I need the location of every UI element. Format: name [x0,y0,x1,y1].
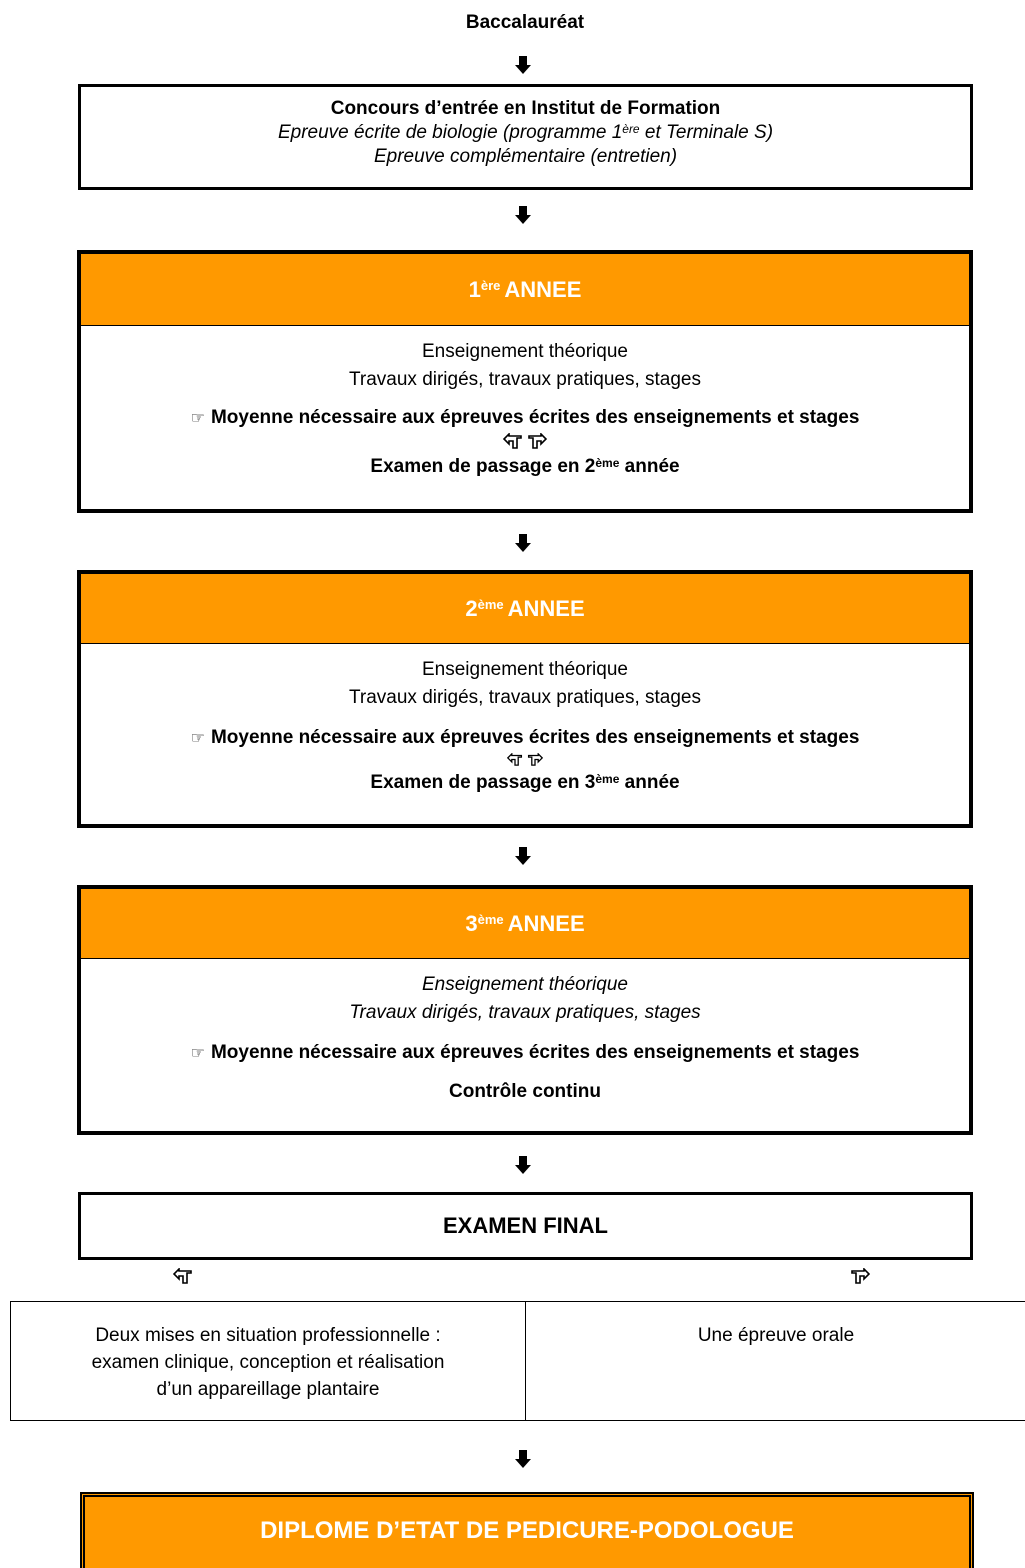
pointing-hand-icon: ☞ [190,1045,205,1062]
down-arrow-icon [508,530,538,556]
branch-right-icon [850,1267,871,1289]
final-part-right-text: Une épreuve orale [697,1325,855,1346]
year-3-line1: Enseignement théorique [422,974,628,995]
final-exam-box: EXAMEN FINAL [78,1192,973,1260]
concours-box: Concours d’entrée en Institut de Formati… [78,84,973,190]
down-arrow-icon [508,1446,538,1472]
start-label: Baccalauréat [465,12,585,33]
year-2-line2: Travaux dirigés, travaux pratiques, stag… [348,687,702,708]
branch-arrows-icon [503,433,547,449]
final-exam-title: EXAMEN FINAL [443,1213,608,1238]
concours-title: Concours d’entrée en Institut de Formati… [330,98,721,119]
diploma-box: DIPLOME D’ETAT DE PEDICURE-PODOLOGUE [80,1492,974,1568]
branch-left-icon [172,1267,193,1289]
year-3-line2: Travaux dirigés, travaux pratiques, stag… [349,1002,701,1023]
final-part-right: Une épreuve orale [526,1302,1025,1420]
year-2-line1: Enseignement théorique [422,659,628,680]
year-1-line2: Travaux dirigés, travaux pratiques, stag… [348,369,702,390]
year-2-moyenne: ☞Moyenne nécessaire aux épreuves écrites… [81,724,969,753]
final-part-left-line3: d’un appareillage plantaire [156,1379,380,1400]
branch-arrows-icon [507,753,543,766]
concours-line1: Epreuve écrite de biologie (programme 1è… [277,122,774,143]
year-3-controle: Contrôle continu [449,1081,601,1102]
down-arrow-icon [508,1152,538,1178]
final-part-left: Deux mises en situation professionnelle … [11,1302,526,1420]
year-2-exam: Examen de passage en 3ème année [370,772,680,793]
diploma-title: DIPLOME D’ETAT DE PEDICURE-PODOLOGUE [260,1516,794,1544]
final-part-left-line2: examen clinique, conception et réalisati… [91,1352,445,1373]
year-1-line1: Enseignement théorique [422,341,628,362]
down-arrow-icon [508,52,538,78]
down-arrow-icon [508,202,538,228]
year-1-moyenne: ☞Moyenne nécessaire aux épreuves écrites… [81,404,969,433]
year-2-branch [81,753,969,769]
pointing-hand-icon: ☞ [190,730,205,747]
year-1-branch [81,433,969,453]
concours-line2: Epreuve complémentaire (entretien) [373,146,678,167]
final-parts-table: Deux mises en situation professionnelle … [10,1301,1025,1421]
year-3-moyenne: ☞Moyenne nécessaire aux épreuves écrites… [81,1039,969,1068]
pointing-hand-icon: ☞ [190,410,205,427]
down-arrow-icon [508,843,538,869]
year-1-exam: Examen de passage en 2ème année [370,456,680,477]
final-part-left-line1: Deux mises en situation professionnelle … [95,1325,441,1346]
